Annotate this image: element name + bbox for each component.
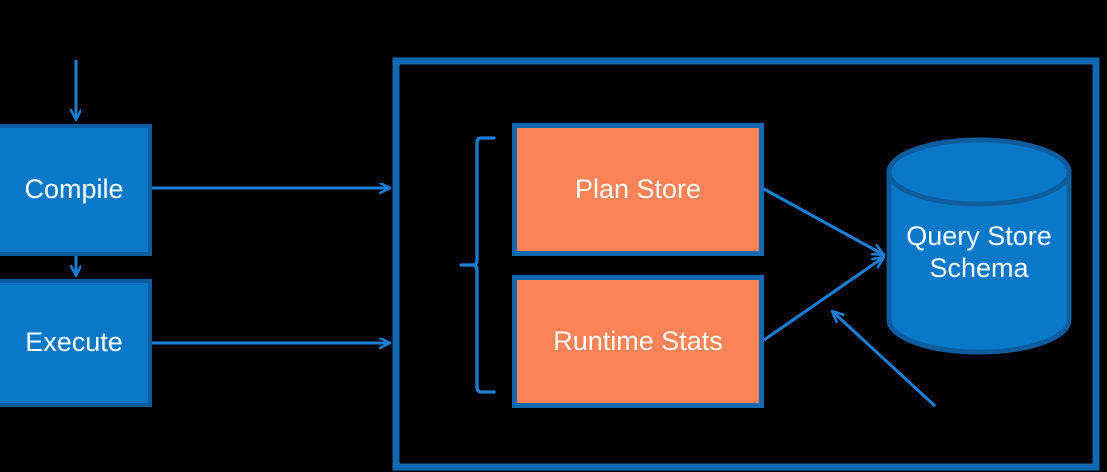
query-store-schema-cylinder	[886, 137, 1072, 355]
node-runtime-stats[interactable]: Runtime Stats	[512, 275, 764, 408]
node-plan-store-label: Plan Store	[574, 173, 702, 204]
group-bracket	[470, 136, 496, 394]
query-store-container	[392, 57, 1100, 471]
node-execute-label: Execute	[25, 327, 123, 358]
node-compile[interactable]: Compile	[0, 124, 152, 256]
node-plan-store[interactable]: Plan Store	[512, 123, 764, 256]
node-execute[interactable]: Execute	[0, 279, 152, 407]
node-compile-label: Compile	[24, 174, 124, 205]
edge-plan-store-to-schema	[763, 187, 884, 257]
edge-runtime-stats-to-schema	[763, 257, 884, 342]
node-runtime-stats-label: Runtime Stats	[553, 325, 723, 356]
edge-external-to-schema	[832, 311, 937, 408]
